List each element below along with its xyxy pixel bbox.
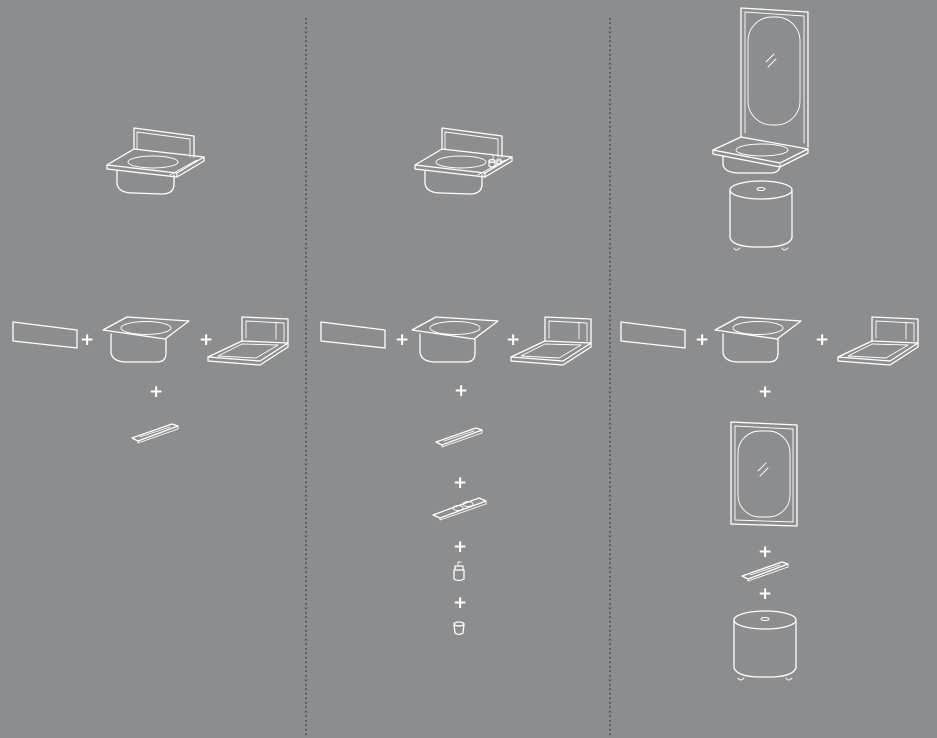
- mirror: [731, 422, 797, 526]
- shelf: [132, 424, 178, 443]
- component-row-3: + +: [621, 317, 918, 365]
- oval-cabinet: [730, 181, 792, 250]
- countertop-frame: [838, 317, 918, 365]
- cup: [454, 622, 464, 635]
- column-2: + + + + + +: [321, 128, 591, 635]
- backsplash-panel: [621, 322, 685, 348]
- component-row-2: + +: [321, 317, 591, 365]
- plus-sign: +: [199, 330, 213, 350]
- plus-sign: +: [395, 330, 409, 350]
- assembled-vanity-with-mirror: [713, 8, 808, 250]
- plus-sign: +: [758, 542, 772, 562]
- plus-sign: +: [149, 382, 163, 402]
- plus-sign: +: [695, 330, 709, 350]
- oval-basin: [412, 317, 498, 362]
- plus-sign: +: [758, 584, 772, 604]
- tap-fixture: [454, 562, 464, 581]
- countertop-frame: [208, 317, 288, 365]
- oval-basin: [715, 317, 801, 362]
- plus-sign: +: [453, 593, 467, 613]
- plus-sign: +: [815, 330, 829, 350]
- countertop-frame: [511, 317, 591, 365]
- shelf: [742, 562, 788, 581]
- plus-sign: +: [506, 330, 520, 350]
- oval-cabinet: [734, 611, 796, 680]
- column-3: + + + + +: [621, 8, 918, 680]
- plus-sign: +: [454, 381, 468, 401]
- component-row-1: + +: [13, 317, 288, 365]
- assembled-basin-with-tap: [415, 128, 512, 194]
- plus-sign: +: [453, 473, 467, 493]
- plus-sign: +: [758, 382, 772, 402]
- assembled-basin-with-shelf: [107, 128, 204, 194]
- dual-holder-tray: [433, 498, 486, 520]
- shelf: [436, 428, 482, 447]
- column-1: + + +: [13, 128, 288, 443]
- plus-sign: +: [453, 537, 467, 557]
- backsplash-panel: [321, 322, 385, 348]
- plus-sign: +: [80, 330, 94, 350]
- backsplash-panel: [13, 322, 77, 348]
- oval-basin: [103, 317, 189, 362]
